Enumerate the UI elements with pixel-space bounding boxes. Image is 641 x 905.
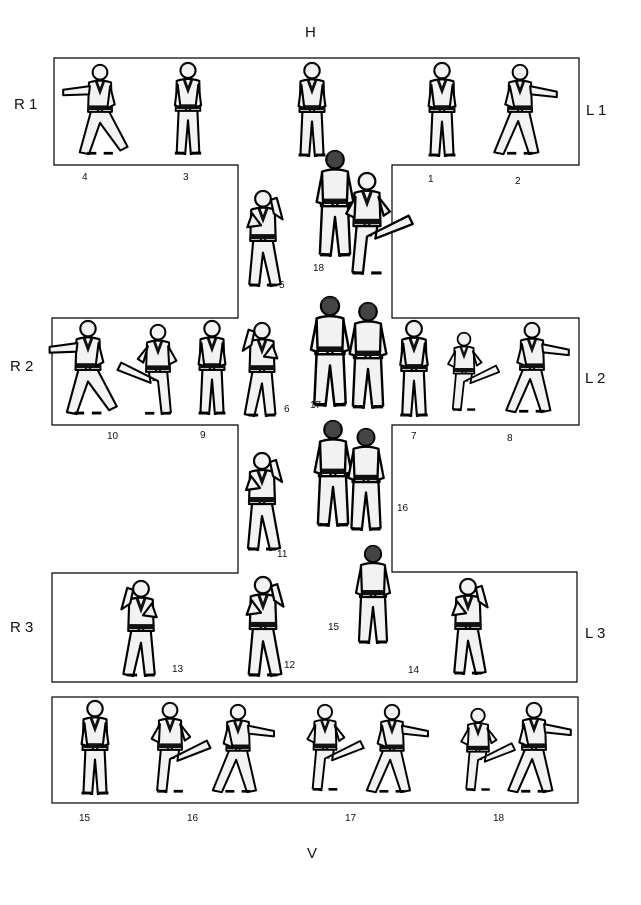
upper-block-outline [51,57,580,683]
step-number-11: 11 [277,549,288,560]
step-number-16: 16 [397,503,409,514]
step-number-1: 1 [428,174,434,185]
step-number-15: 15 [328,622,340,633]
figure-step-13 [120,579,158,678]
step-number-18: 18 [313,263,325,274]
direction-label-r3: R 3 [10,619,34,636]
direction-label-top: H [305,24,316,41]
step-number-6: 6 [284,404,290,415]
direction-label-l1: L 1 [586,102,607,119]
figure-step-6 [241,321,279,418]
figure-step-9b [197,319,227,416]
figure-step-5 [246,189,284,288]
step-number-3: 3 [183,172,189,183]
figure-bottom-18b [507,701,572,794]
figure-step-18b [345,171,414,276]
figure-step-1 [427,61,457,158]
direction-label-l2: L 2 [585,370,606,387]
figure-bottom-15 [80,699,110,796]
figure-step-start [297,61,327,158]
figure-step-9a [116,323,178,416]
figure-step-2 [493,63,558,156]
direction-label-l3: L 3 [585,625,606,642]
figure-bottom-17b [365,703,429,794]
figure-step-8a [447,331,501,412]
step-number-4: 4 [82,172,88,183]
figure-step-8b [505,321,570,414]
figure-step-16b [347,427,385,532]
figure-step-17b [348,301,388,410]
step-number-17: 17 [310,400,322,411]
figure-step-18a [315,149,355,258]
figure-bottom-17a [306,703,365,792]
bottom-step-number-15: 15 [79,813,91,824]
figure-step-14 [451,577,489,676]
bottom-step-number-17: 17 [345,813,357,824]
step-number-7: 7 [411,431,417,442]
figure-bottom-16a [150,701,212,794]
figure-bottom-18a [460,707,516,792]
figure-bottom-16b [211,703,275,794]
step-number-2: 2 [515,176,521,187]
step-number-13: 13 [172,664,184,675]
figure-step-7 [399,319,429,418]
figure-step-4 [62,63,129,156]
direction-label-r2: R 2 [10,358,34,375]
figure-step-15c [354,544,392,645]
step-number-14: 14 [408,665,420,676]
figure-step-16a [313,419,353,528]
figure-step-3 [173,61,203,156]
bottom-step-number-18: 18 [493,813,505,824]
direction-label-r1: R 1 [14,96,38,113]
step-number-12: 12 [284,660,296,671]
figure-step-17a [309,295,351,407]
direction-label-bottom: V [307,845,318,862]
step-number-5: 5 [279,280,285,291]
step-number-8: 8 [507,433,513,444]
figure-step-10 [48,319,118,416]
step-number-10: 10 [107,431,119,442]
pattern-outline [51,57,580,804]
figure-step-11 [244,451,284,552]
bottom-strip-outline [51,696,579,804]
figure-step-12 [245,575,285,678]
bottom-step-number-16: 16 [187,813,199,824]
figures-layer [48,61,572,796]
step-number-9: 9 [200,430,206,441]
